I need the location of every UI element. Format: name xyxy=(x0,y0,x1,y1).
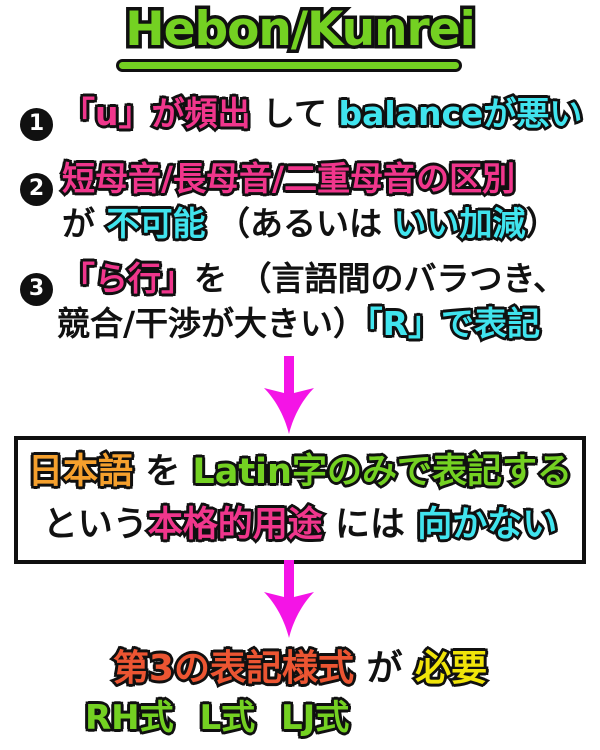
text-segment: して xyxy=(250,94,339,133)
text-segment: ） xyxy=(525,204,559,243)
text-segment: 「ら行」 xyxy=(60,257,197,301)
text-segment: （あるいは xyxy=(205,204,394,243)
list-item-2-cont: が 不可能 （あるいは いい加減） xyxy=(62,202,558,246)
text-segment: 第3の表記様式 xyxy=(110,646,356,692)
list-item-3-cont: 競合/干渉が大きい）「R」で表記 xyxy=(57,302,543,346)
text-segment: が xyxy=(353,648,416,689)
box-line-2: という本格的用途 には 向かない xyxy=(18,499,582,552)
text-segment: 日本語 xyxy=(26,450,136,495)
text-segment: 必要 xyxy=(413,646,490,692)
text-segment: RH式 L式 LJ式 xyxy=(82,696,351,741)
text-segment: 短母音/長母音/二重母音の区別 xyxy=(59,157,517,201)
down-arrow-icon xyxy=(264,560,314,638)
notation-styles-list: RH式 L式 LJ式 xyxy=(82,696,351,741)
list-item-3: 3「ら行」を （言語間のバラつき、 xyxy=(20,257,566,306)
text-segment: を （言語間のバラつき、 xyxy=(194,259,567,298)
text-segment: 本格的用途 xyxy=(145,503,325,548)
text-segment: 「u」が頻出 xyxy=(60,92,253,136)
page-title: Hebon/Kunrei xyxy=(122,0,479,61)
text-segment: 競合/干渉が大きい） xyxy=(57,304,367,343)
down-arrow-icon xyxy=(264,356,314,434)
text-segment: 向かない xyxy=(415,503,560,548)
text-segment: という xyxy=(42,505,148,545)
bullet-number-2: 2 xyxy=(20,172,53,206)
final-statement: 第3の表記様式 が 必要 xyxy=(0,646,600,692)
text-segment: には xyxy=(322,505,418,545)
text-segment: 「R」で表記 xyxy=(364,302,543,346)
title-underline xyxy=(116,59,462,72)
conclusion-box: 日本語 を Latin字のみで表記する という本格的用途 には 向かない xyxy=(14,436,586,564)
text-segment: 不可能 xyxy=(104,202,208,246)
text-segment: balanceが悪い xyxy=(336,92,585,136)
bullet-number-3: 3 xyxy=(20,272,53,306)
text-segment: Latin字のみで表記する xyxy=(190,450,575,495)
bullet-number-1: 1 xyxy=(20,107,53,141)
box-line-1: 日本語 を Latin字のみで表記する xyxy=(18,446,582,499)
list-item-1: 1「u」が頻出 して balanceが悪い xyxy=(20,92,585,141)
text-segment: が xyxy=(62,204,107,243)
text-segment: いい加減 xyxy=(391,202,528,246)
text-segment: を xyxy=(133,452,193,492)
